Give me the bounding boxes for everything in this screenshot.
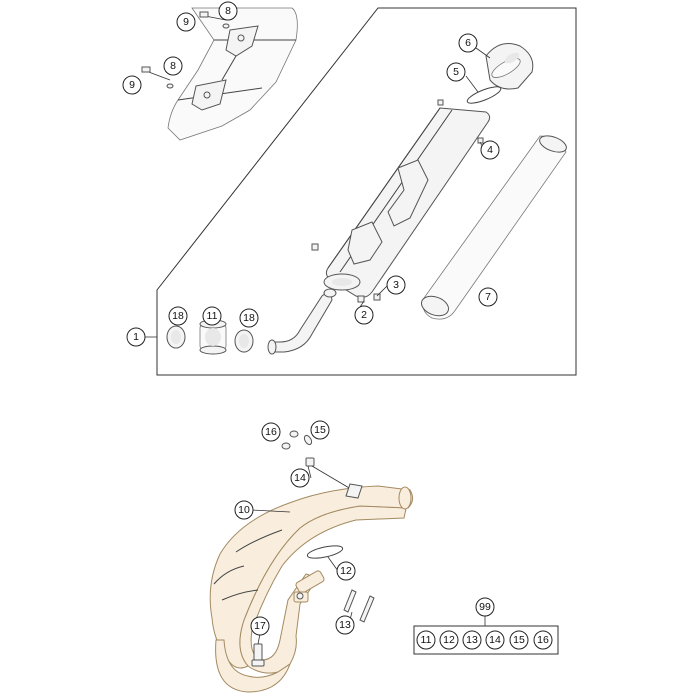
svg-text:13: 13 (339, 619, 351, 631)
mounting-inset (141, 7, 298, 141)
svg-text:15: 15 (513, 634, 525, 646)
svg-text:12: 12 (340, 565, 352, 577)
o-ring (466, 86, 502, 104)
kit-item: 16 (533, 630, 553, 650)
silencer-assembly-frame (156, 7, 577, 376)
kit-item: 15 (509, 630, 529, 650)
link-pipe (267, 288, 337, 355)
callout-5: 5 (446, 62, 466, 82)
svg-text:18: 18 (172, 310, 184, 322)
hanger (281, 430, 363, 499)
callout-8-top: 8 (218, 1, 238, 21)
callout-7: 7 (478, 287, 498, 307)
callout-1: 1 (126, 327, 146, 347)
svg-text:11: 11 (207, 310, 218, 322)
svg-text:16: 16 (537, 634, 549, 646)
callout-11: 11 (202, 306, 222, 326)
callout-6: 6 (458, 33, 478, 53)
callout-16: 16 (261, 422, 281, 442)
callout-17: 17 (250, 616, 270, 636)
rubber-sleeve (199, 319, 227, 355)
svg-text:11: 11 (421, 634, 432, 646)
kit-item: 13 (462, 630, 482, 650)
callout-18-right: 18 (239, 308, 259, 328)
callout-8-bottom: 8 (163, 56, 183, 76)
kit-item: 14 (485, 630, 505, 650)
exhaust-flange (293, 570, 325, 603)
exhaust-springs (343, 589, 375, 623)
end-cap (485, 43, 534, 90)
spark-plug-sensor (251, 643, 265, 667)
callout-18-left: 18 (168, 306, 188, 326)
svg-text:14: 14 (489, 634, 501, 646)
svg-text:99: 99 (479, 601, 491, 613)
svg-text:8: 8 (225, 5, 231, 17)
callout-9-bottom: 9 (122, 75, 142, 95)
svg-text:16: 16 (265, 426, 277, 438)
svg-text:15: 15 (314, 424, 326, 436)
callout-2: 2 (354, 305, 374, 325)
svg-text:6: 6 (465, 37, 471, 49)
svg-text:18: 18 (243, 312, 255, 324)
callout-14: 14 (290, 468, 310, 488)
svg-text:8: 8 (170, 60, 176, 72)
callout-9-top: 9 (176, 12, 196, 32)
callout-13: 13 (335, 615, 355, 635)
exhaust-manifold (209, 485, 414, 693)
svg-text:13: 13 (466, 634, 478, 646)
callout-4: 4 (480, 140, 500, 160)
svg-text:12: 12 (443, 634, 455, 646)
manifold-o-ring (306, 545, 344, 559)
callout-3: 3 (386, 275, 406, 295)
svg-text:3: 3 (393, 279, 399, 291)
svg-text:9: 9 (183, 16, 189, 28)
svg-text:14: 14 (294, 472, 306, 484)
callout-12: 12 (336, 561, 356, 581)
svg-text:1: 1 (133, 331, 139, 343)
callout-10: 10 (234, 500, 254, 520)
svg-text:10: 10 (238, 504, 250, 516)
callout-15: 15 (310, 420, 330, 440)
callout-99: 99 (475, 597, 495, 617)
svg-text:5: 5 (453, 66, 459, 78)
svg-text:4: 4 (487, 144, 493, 156)
svg-text:7: 7 (485, 291, 491, 303)
kit-item: 11 (416, 630, 436, 650)
svg-text:17: 17 (254, 620, 266, 632)
kit-item: 12 (439, 630, 459, 650)
svg-text:2: 2 (361, 309, 367, 321)
silencer-packing (420, 135, 567, 320)
svg-text:9: 9 (129, 79, 135, 91)
